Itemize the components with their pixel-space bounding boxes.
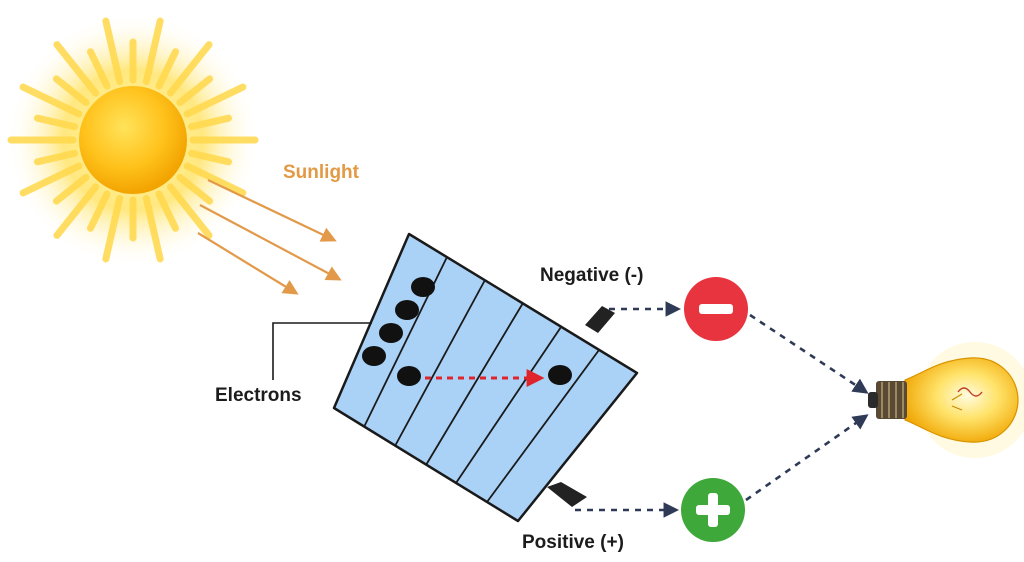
panel-cell-divider [486,349,600,503]
sun-ray [176,173,214,205]
sun-ray [19,162,83,197]
sun-ray [183,162,247,197]
electron [379,323,403,343]
sun-ray [166,41,213,97]
negative-terminal [684,277,748,341]
light-bulb-icon [868,342,1024,458]
sun-ray [102,194,124,263]
sun-icon [5,12,261,268]
plus-icon [696,493,730,527]
electrons [362,277,572,386]
sun-ray [53,41,100,97]
minus-icon [699,304,733,314]
electron [548,365,572,385]
wire-positive-to-bulb [745,414,869,502]
panel-cell-divider [455,326,562,484]
sun-ray [19,83,83,118]
sun-ray [187,149,233,166]
electrons-label: Electrons [215,385,302,406]
circuit-wires [575,301,869,518]
electrons-pointer [272,322,372,380]
sun-ray [102,17,124,86]
negative-terminal-tab [585,306,615,333]
positive-terminal-tab [547,482,587,507]
sunlight-ray [207,179,337,242]
sun-ray [33,114,79,131]
panel-cell-divider [394,279,486,447]
sun-ray [187,114,233,131]
sun-ray [142,17,164,86]
sun-ray [183,83,247,118]
sun-ray [166,183,213,239]
sun-ray [86,190,111,232]
sun-ray [142,194,164,263]
sunlight-ray [197,232,299,295]
positive-terminal [681,478,745,542]
sun-ray [52,75,90,107]
sun-ray [53,183,100,239]
sun-ray [176,75,214,107]
sunlight-ray [199,204,342,281]
sun-ray [155,48,180,90]
electron [395,300,419,320]
sun-ray [155,190,180,232]
wire-negative-to-bulb [749,313,869,394]
negative-label: Negative (-) [540,265,643,286]
sunlight-label: Sunlight [283,162,360,183]
positive-label: Positive (+) [522,532,624,553]
electron [362,346,386,366]
panel-cell-divider [425,302,524,466]
sun-ray [33,149,79,166]
sun-ray [86,48,111,90]
electron [411,277,435,297]
sun-ray [52,173,90,205]
sunlight-rays [197,179,342,295]
electron [397,366,421,386]
